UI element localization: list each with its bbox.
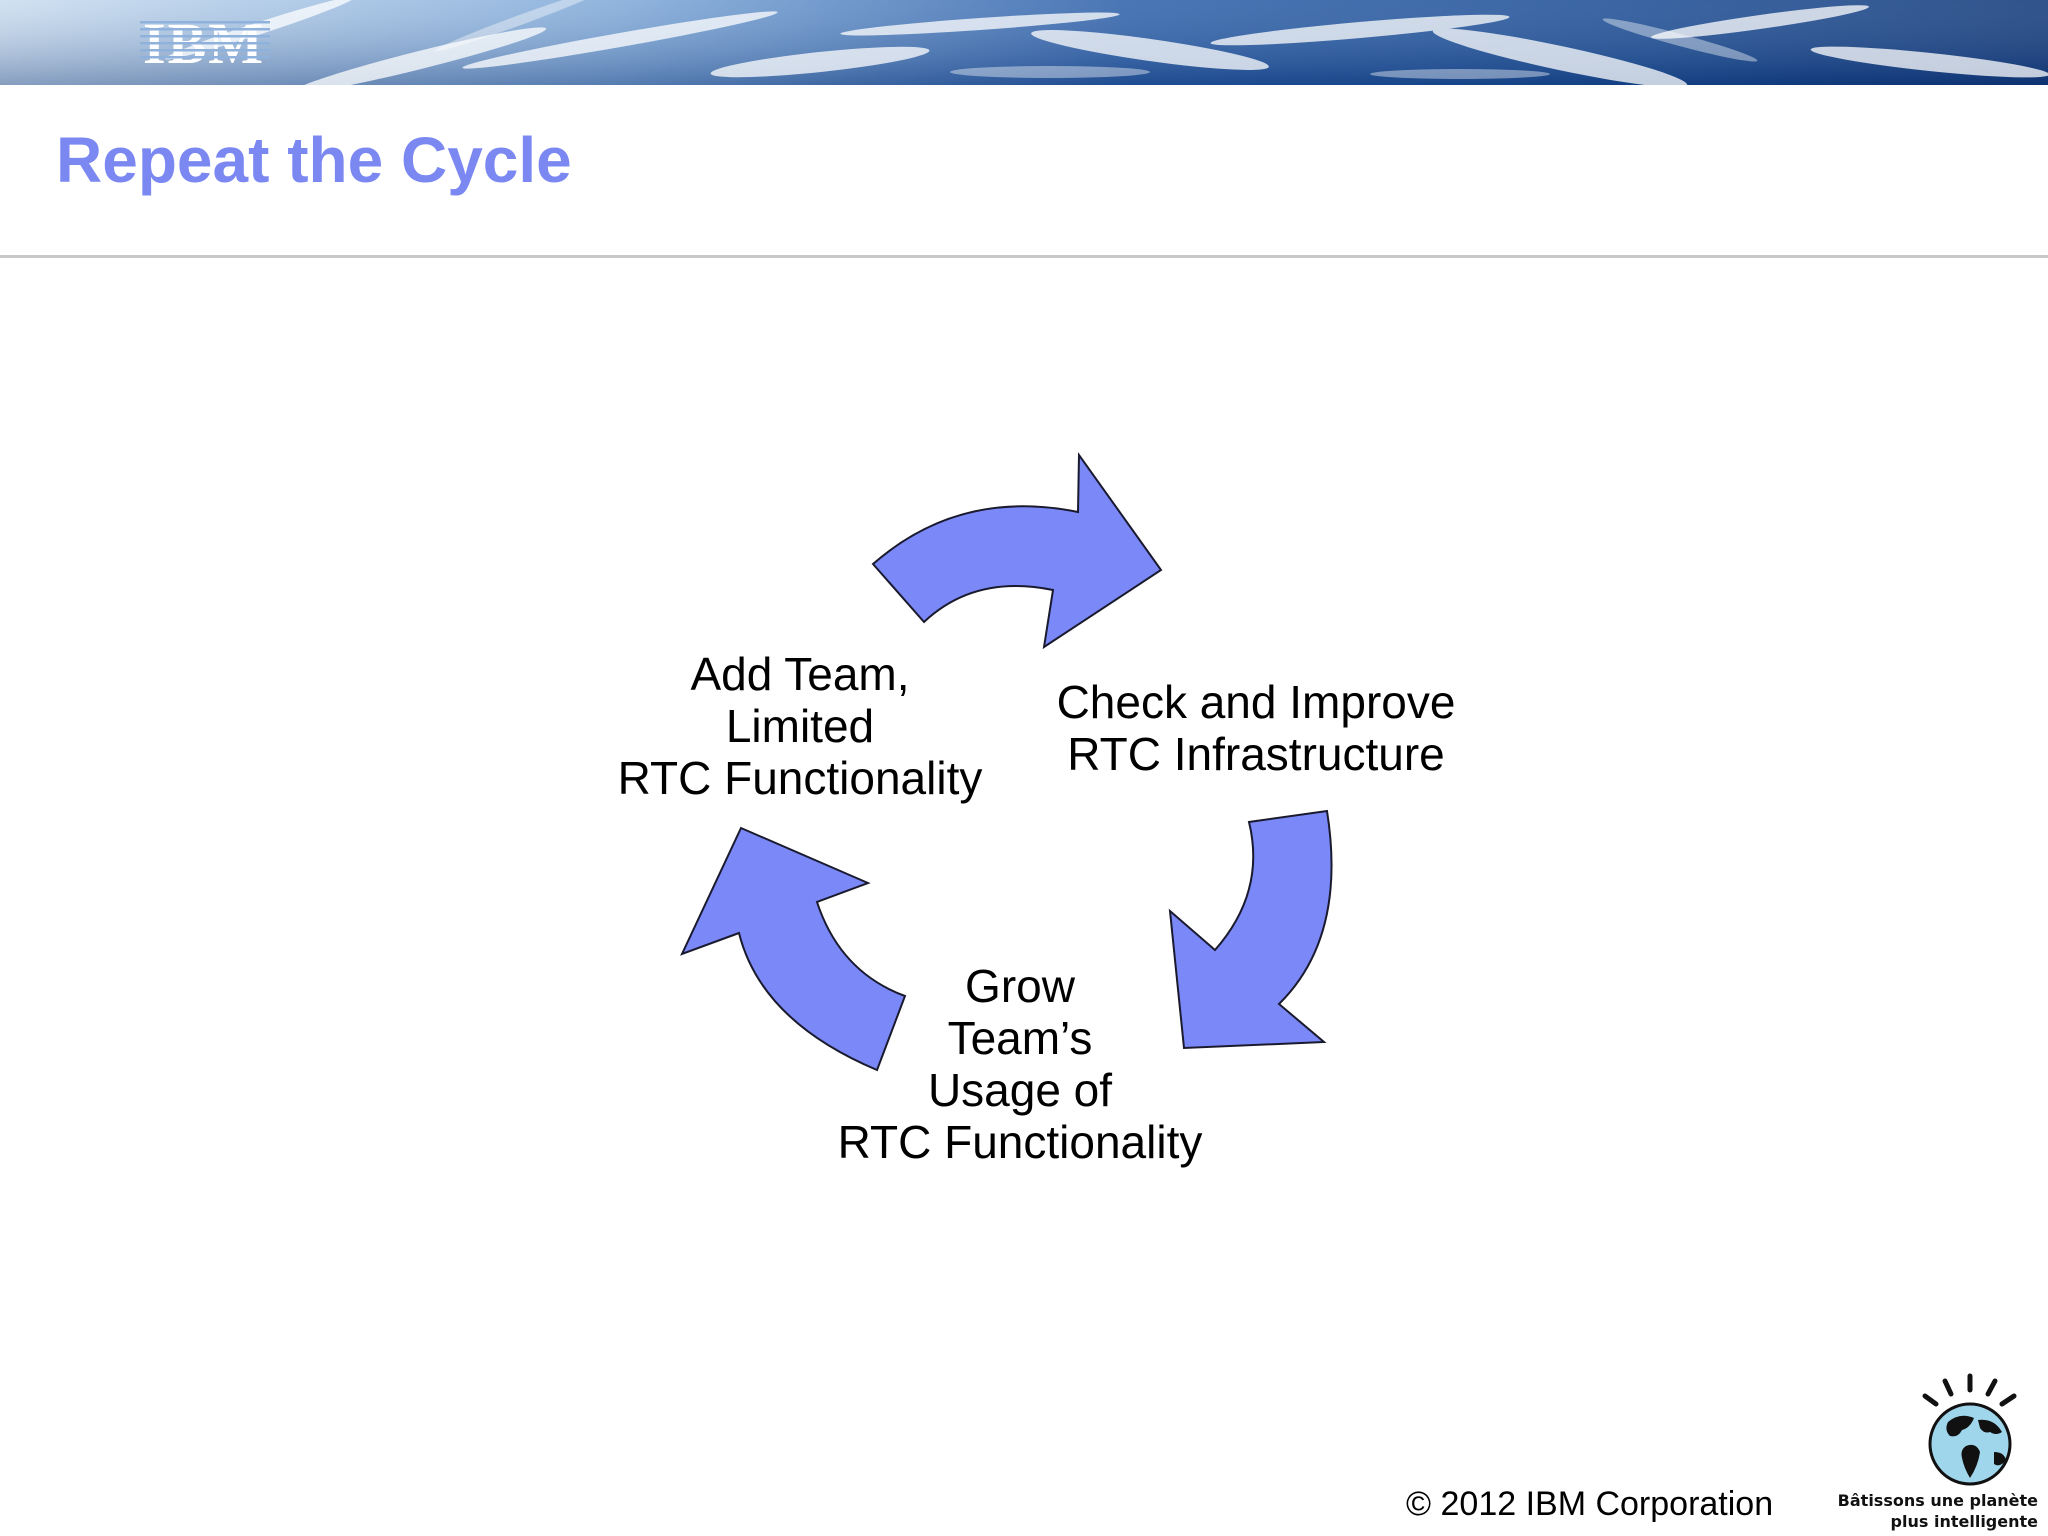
tagline: Bâtissons une planète plus intelligente <box>1837 1491 2038 1531</box>
cycle-arrow-left <box>680 826 907 1072</box>
step-check-improve: Check and Improve RTC Infrastructure <box>1056 676 1456 780</box>
cycle-arrow-top <box>871 451 1163 650</box>
ibm-logo: IBM <box>140 11 270 76</box>
page-title: Repeat the Cycle <box>56 124 572 196</box>
copyright-text: © 2012 IBM Corporation <box>1406 1485 1774 1523</box>
header-banner: IBM <box>0 0 2048 85</box>
step-add-team: Add Team, Limited RTC Functionality <box>617 648 983 804</box>
title-divider <box>0 255 2048 258</box>
cycle-arrow-right <box>1168 809 1333 1050</box>
step-grow-usage: Grow Team’s Usage of RTC Functionality <box>837 960 1203 1168</box>
smarter-planet-logo <box>1922 1373 2017 1486</box>
